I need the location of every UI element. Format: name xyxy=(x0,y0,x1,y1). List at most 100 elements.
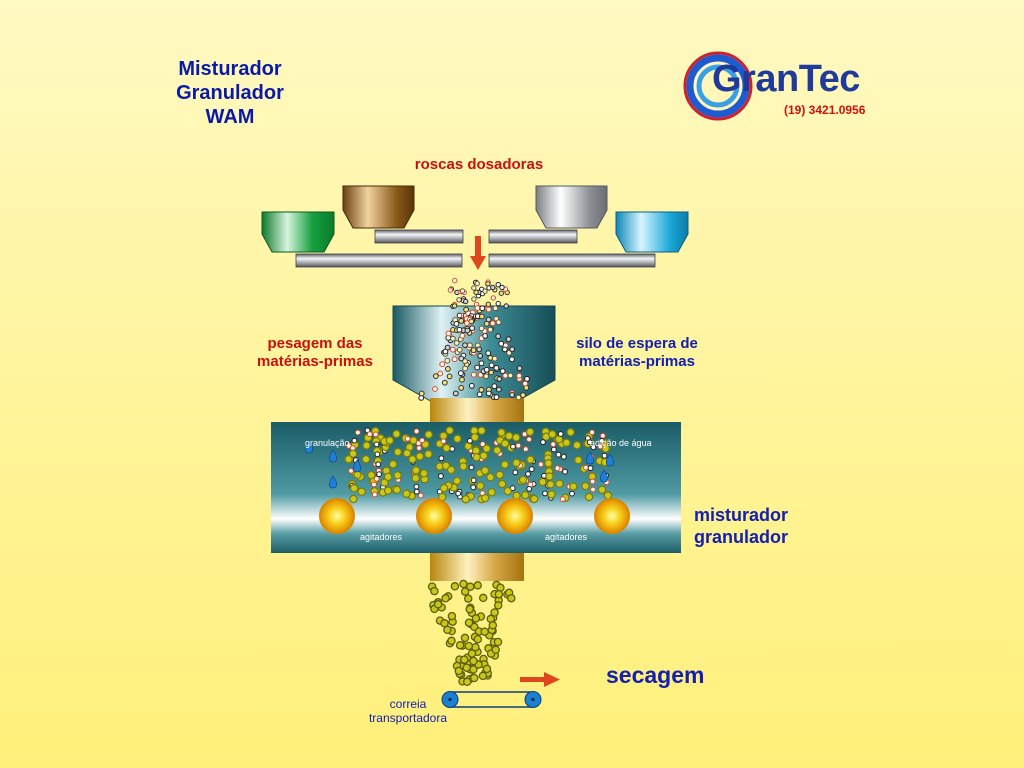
granule xyxy=(478,593,488,603)
page-title: Misturador Granulador WAM xyxy=(140,57,320,129)
granule xyxy=(464,327,471,334)
granule xyxy=(485,390,492,397)
granule xyxy=(562,468,568,475)
granule xyxy=(500,439,510,448)
granule xyxy=(473,581,482,590)
mixer-granules xyxy=(344,426,613,504)
granule xyxy=(445,330,452,337)
granule xyxy=(483,366,490,373)
granule xyxy=(447,611,457,621)
granule xyxy=(597,485,607,494)
granule xyxy=(487,355,494,361)
granule xyxy=(471,614,481,623)
title-line-1: Misturador xyxy=(178,58,282,80)
granule xyxy=(547,490,556,499)
granule xyxy=(452,277,458,284)
falling-raw-materials xyxy=(447,277,510,309)
label-roscas-dosadoras: roscas dosadoras xyxy=(414,156,544,173)
screw-conveyor-lower-right xyxy=(488,253,656,268)
granule xyxy=(479,451,488,460)
granule xyxy=(491,383,498,390)
granule xyxy=(455,490,462,497)
right-arrow-icon xyxy=(520,672,560,687)
granule xyxy=(469,325,476,332)
granule xyxy=(590,444,597,451)
granule xyxy=(458,370,464,377)
granule xyxy=(383,486,393,495)
granule xyxy=(470,484,477,491)
granule xyxy=(542,490,548,497)
screw-conveyor-upper-left xyxy=(374,229,464,244)
label-misturador-line-2: granulador xyxy=(694,527,789,547)
agitator-icon xyxy=(594,498,630,534)
granule xyxy=(477,426,486,435)
granule xyxy=(473,634,483,644)
granule xyxy=(374,451,381,458)
granule xyxy=(526,486,533,492)
granule xyxy=(490,295,496,301)
granule xyxy=(586,439,593,446)
granule xyxy=(470,433,480,442)
granule xyxy=(488,621,498,630)
granule xyxy=(493,394,500,401)
granule xyxy=(491,355,498,362)
silo-raw-materials xyxy=(418,305,530,401)
granule xyxy=(459,462,468,471)
granule xyxy=(509,392,515,398)
granule xyxy=(392,485,402,495)
granule xyxy=(470,371,477,378)
granule xyxy=(452,390,459,397)
granule xyxy=(463,306,470,313)
granule xyxy=(469,665,478,674)
granule xyxy=(392,429,401,439)
granule xyxy=(393,471,402,480)
granule xyxy=(482,288,488,294)
granule xyxy=(447,287,454,293)
granule xyxy=(538,477,547,487)
granule xyxy=(393,447,402,457)
logo-phone: (19) 3421.0956 xyxy=(784,103,866,117)
granule xyxy=(455,640,465,650)
granule xyxy=(487,488,496,497)
granule xyxy=(597,443,604,450)
label-misturador-granulador: misturador granulador xyxy=(694,504,788,548)
granule xyxy=(572,441,582,450)
water-drop-icons xyxy=(304,440,615,489)
label-pesagem-line-2: matérias-primas xyxy=(257,353,373,370)
granule xyxy=(437,370,444,377)
granule xyxy=(574,455,583,465)
agitator-icons xyxy=(319,498,630,534)
granule xyxy=(456,297,462,303)
granule xyxy=(451,303,458,309)
granule xyxy=(495,319,502,326)
granule xyxy=(462,365,469,372)
granule xyxy=(462,663,471,672)
granule xyxy=(454,666,464,676)
granule xyxy=(357,487,366,496)
screw-conveyor-lower-left xyxy=(295,253,463,268)
granule xyxy=(404,435,411,442)
granule xyxy=(492,305,499,312)
granule xyxy=(418,390,425,397)
granule xyxy=(524,376,530,382)
granule xyxy=(485,306,492,313)
granule xyxy=(520,392,526,399)
granule xyxy=(479,441,486,448)
granule xyxy=(355,429,361,436)
granule xyxy=(485,301,491,307)
granule xyxy=(494,589,504,599)
granule xyxy=(471,285,477,291)
hopper-brown xyxy=(342,185,415,229)
granule xyxy=(496,386,502,393)
granule xyxy=(569,490,575,497)
granule xyxy=(486,473,495,482)
granule xyxy=(507,372,514,379)
granule xyxy=(351,437,358,444)
granule xyxy=(463,594,473,603)
granule xyxy=(424,449,433,459)
granule xyxy=(512,458,521,468)
granule xyxy=(464,641,474,651)
granule xyxy=(376,471,383,478)
granule xyxy=(478,360,485,367)
